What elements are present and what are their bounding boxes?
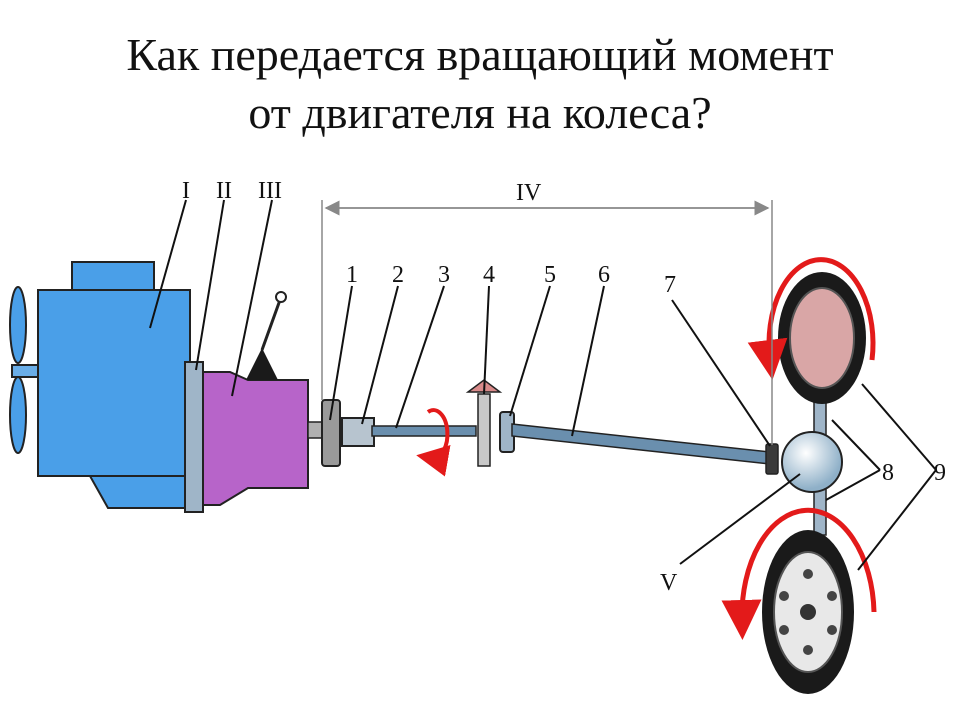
label-9: 9 bbox=[934, 460, 946, 486]
engine bbox=[37, 261, 204, 513]
label-8: 8 bbox=[882, 460, 894, 486]
label-IV: IV bbox=[516, 180, 542, 206]
page-title: Как передается вращающий момент от двига… bbox=[0, 26, 960, 142]
dimension-iv bbox=[321, 200, 773, 445]
label-I: I bbox=[182, 178, 190, 204]
label-4: 4 bbox=[483, 262, 495, 288]
joint-2 bbox=[341, 417, 375, 447]
label-III: III bbox=[258, 178, 282, 204]
lower-wheel-rotation-arrow bbox=[721, 507, 877, 640]
shaft-3 bbox=[371, 425, 477, 437]
differential bbox=[781, 431, 843, 493]
shaft-6 bbox=[511, 423, 771, 465]
label-7: 7 bbox=[664, 272, 676, 298]
title-line-1: Как передается вращающий момент bbox=[126, 29, 834, 80]
title-line-2: от двигателя на колеса? bbox=[248, 87, 712, 138]
clutch bbox=[321, 399, 341, 467]
label-1: 1 bbox=[346, 262, 358, 288]
label-V: V bbox=[660, 570, 678, 596]
fan bbox=[9, 286, 39, 454]
leader-lines bbox=[149, 199, 937, 571]
upper-wheel bbox=[778, 272, 866, 404]
lower-wheel bbox=[762, 530, 854, 694]
shaft-rotation-arrow bbox=[416, 408, 451, 477]
label-2: 2 bbox=[392, 262, 404, 288]
label-5: 5 bbox=[544, 262, 556, 288]
gearbox bbox=[202, 291, 325, 506]
label-3: 3 bbox=[438, 262, 450, 288]
joint-7 bbox=[765, 443, 779, 475]
transmission-diagram: I II III IV 1 2 3 4 5 6 7 V 8 9 bbox=[9, 178, 946, 694]
label-6: 6 bbox=[598, 262, 610, 288]
label-II: II bbox=[216, 178, 232, 204]
